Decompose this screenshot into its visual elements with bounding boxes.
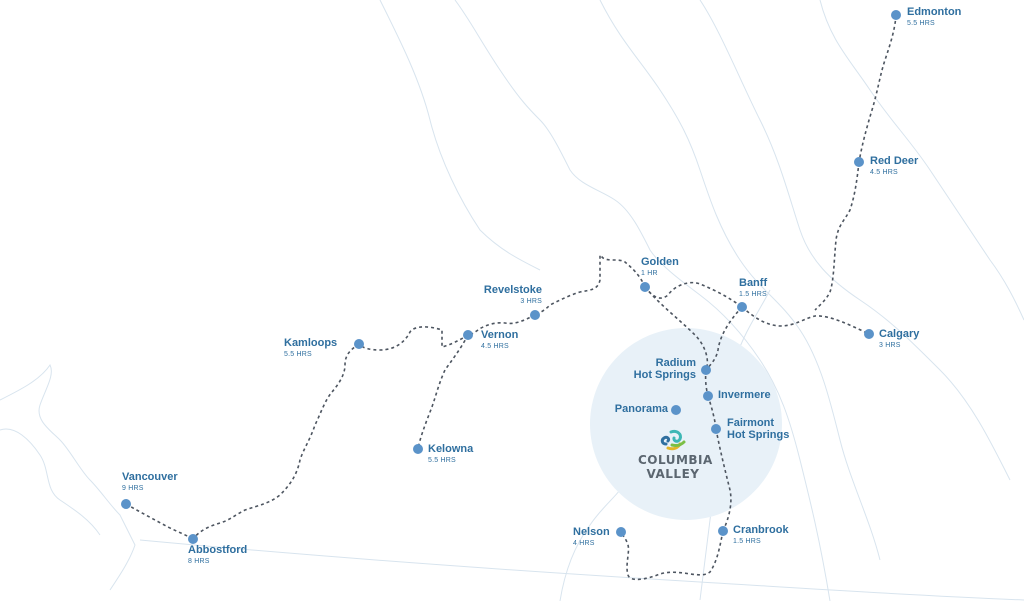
city-name: Abbostford [188, 544, 248, 556]
city-label-vancouver[interactable]: Vancouver 9 HRS [122, 471, 178, 492]
logo-text-line-2: VALLEY [646, 466, 700, 481]
travel-time: 1.5 HRS [739, 290, 767, 298]
travel-time: 9 HRS [122, 484, 144, 492]
travel-time: 3 HRS [879, 341, 901, 349]
columbia-valley-region [590, 328, 782, 520]
vancouver-marker [121, 499, 131, 509]
route-kamloops-abbotsford [192, 343, 360, 540]
coastline-inlet [0, 428, 101, 536]
travel-time: 1 HR [641, 269, 658, 277]
city-label-radium-hot-springs[interactable]: Radium Hot Springs [596, 357, 696, 381]
abbotsford-marker [188, 534, 198, 544]
contour-line-5 [379, 0, 541, 271]
city-label-revelstoke[interactable]: Revelstoke 3 HRS [460, 284, 542, 305]
nelson-marker [616, 527, 626, 537]
border-line [139, 539, 1024, 601]
city-name: Edmonton [907, 6, 962, 18]
columbia-valley-logo-icon [660, 430, 686, 451]
travel-time: 4.5 HRS [870, 168, 898, 176]
travel-time: 1.5 HRS [733, 537, 761, 545]
route-edmonton-reddeer [858, 14, 897, 163]
route-cranbrook-nelson [620, 530, 724, 581]
city-name: Invermere [718, 389, 771, 401]
city-label-golden[interactable]: Golden 1 HR [641, 256, 679, 277]
route-vernon-kelowna [417, 334, 469, 450]
route-golden-banff [644, 281, 743, 308]
golden-marker [640, 282, 650, 292]
revelstoke-marker [530, 310, 540, 320]
panorama-marker [671, 405, 681, 415]
city-label-calgary[interactable]: Calgary 3 HRS [879, 328, 920, 349]
vernon-marker [463, 330, 473, 340]
travel-time: 8 HRS [188, 557, 210, 565]
cranbrook-marker [718, 526, 728, 536]
city-label-cranbrook[interactable]: Cranbrook 1.5 HRS [733, 524, 789, 545]
city-label-panorama[interactable]: Panorama [590, 403, 668, 416]
banff-marker [737, 302, 747, 312]
city-label-kelowna[interactable]: Kelowna 5.5 HRS [428, 443, 474, 464]
coastline [0, 364, 136, 591]
city-name: Nelson [573, 526, 610, 538]
travel-time: 5.5 HRS [428, 456, 456, 464]
columbia-valley-logo: COLUMBIA VALLEY [638, 428, 713, 482]
city-label-red-deer[interactable]: Red Deer 4.5 HRS [870, 155, 919, 176]
fairmont-marker [711, 424, 721, 434]
city-label-vernon[interactable]: Vernon 4.5 HRS [481, 329, 519, 350]
city-name: Cranbrook [733, 524, 789, 536]
kelowna-marker [413, 444, 423, 454]
route-reddeer-calgary [814, 161, 860, 311]
contour-line-2 [599, 0, 881, 561]
travel-time: 4 HRS [573, 539, 595, 547]
travel-time: 5.5 HRS [907, 19, 935, 27]
red-deer-marker [854, 157, 864, 167]
city-name: Fairmont Hot Springs [727, 417, 790, 441]
route-golden-revelstoke [534, 253, 646, 316]
route-vernon-kamloops [358, 326, 469, 351]
city-label-abbotsford[interactable]: Abbostford 8 HRS [188, 544, 248, 565]
route-banff-radium [705, 306, 743, 371]
kamloops-marker [354, 339, 364, 349]
city-name: Calgary [879, 328, 920, 340]
city-name: Banff [739, 277, 768, 289]
city-name: Panorama [614, 403, 668, 415]
route-vancouver-abbotsford [125, 503, 194, 540]
route-banff-calgary [741, 306, 870, 335]
city-name: Red Deer [870, 155, 919, 167]
river-2 [559, 489, 621, 601]
contour-line-1 [454, 0, 831, 601]
invermere-marker [703, 391, 713, 401]
city-label-fairmont-hot-springs[interactable]: Fairmont Hot Springs [727, 417, 790, 441]
city-markers [121, 10, 901, 544]
city-label-invermere[interactable]: Invermere [718, 389, 771, 402]
travel-time: 4.5 HRS [481, 342, 509, 350]
city-label-kamloops[interactable]: Kamloops 5.5 HRS [284, 337, 338, 358]
contour-line-3 [699, 0, 1011, 481]
route-golden-radium [644, 286, 709, 371]
edmonton-marker [891, 10, 901, 20]
city-name: Radium Hot Springs [633, 357, 696, 381]
route-fairmont-cranbrook [715, 428, 732, 532]
city-label-edmonton[interactable]: Edmonton 5.5 HRS [907, 6, 962, 27]
travel-time: 5.5 HRS [284, 350, 312, 358]
city-name: Kamloops [284, 337, 338, 349]
contour-line-4 [819, 0, 1024, 321]
city-name: Vancouver [122, 471, 178, 483]
city-name: Kelowna [428, 443, 474, 455]
city-label-nelson[interactable]: Nelson 4 HRS [573, 526, 610, 547]
city-label-banff[interactable]: Banff 1.5 HRS [739, 277, 768, 298]
travel-time: 3 HRS [520, 297, 542, 305]
city-name: Vernon [481, 329, 519, 341]
city-name: Golden [641, 256, 679, 268]
calgary-marker [864, 329, 874, 339]
radium-marker [701, 365, 711, 375]
city-name: Revelstoke [483, 284, 542, 296]
logo-text-line-1: COLUMBIA [638, 453, 713, 467]
